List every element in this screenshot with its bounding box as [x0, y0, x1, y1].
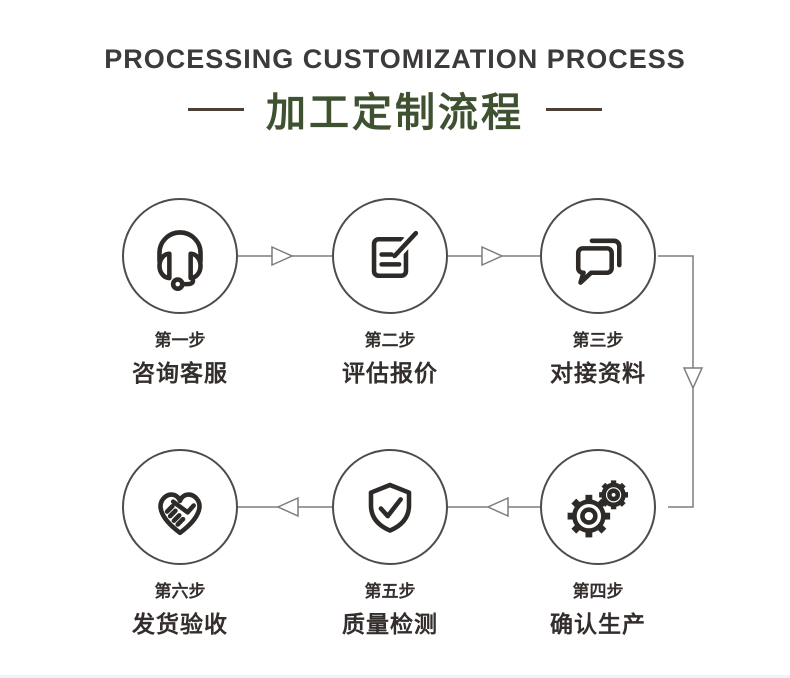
title-dash-right [546, 107, 602, 111]
step-label: 发货验收 [132, 611, 228, 637]
step-number: 第一步 [154, 331, 206, 350]
chat-bubbles-icon [575, 238, 622, 285]
section-divider [0, 675, 790, 678]
step-2-quote: 第二步 评估报价 [305, 198, 475, 388]
step-number: 第二步 [364, 331, 416, 350]
step-number: 第五步 [364, 582, 416, 601]
step-4-circle [540, 449, 656, 565]
shield-check-icon [368, 482, 412, 533]
step-label: 对接资料 [550, 360, 646, 386]
step-1-circle [122, 198, 238, 314]
step-5-quality: 第五步 质量检测 [305, 449, 475, 639]
step-3-docs: 第三步 对接资料 [513, 198, 683, 388]
step-1-consult: 第一步 咨询客服 [95, 198, 265, 388]
step-label: 确认生产 [550, 611, 646, 637]
handshake-heart-icon [158, 492, 202, 536]
step-5-circle [332, 449, 448, 565]
title-english: PROCESSING CUSTOMIZATION PROCESS [104, 44, 686, 74]
step-6-circle [122, 449, 238, 565]
step-2-circle [332, 198, 448, 314]
step-label: 评估报价 [342, 360, 438, 386]
headset-icon [157, 230, 203, 291]
step-number: 第四步 [572, 582, 624, 601]
step-3-circle [540, 198, 656, 314]
step-label: 质量检测 [342, 611, 438, 637]
step-4-production: 第四步 确认生产 [513, 449, 683, 639]
gears-icon [567, 480, 629, 538]
title-chinese: 加工定制流程 [266, 91, 524, 135]
step-number: 第三步 [572, 331, 624, 350]
title-dash-left [188, 107, 244, 111]
step-number: 第六步 [154, 582, 206, 601]
title-row: 加工定制流程 [0, 80, 790, 138]
step-label: 咨询客服 [132, 360, 228, 386]
step-6-delivery: 第六步 发货验收 [95, 449, 265, 639]
quote-document-icon [371, 229, 420, 279]
